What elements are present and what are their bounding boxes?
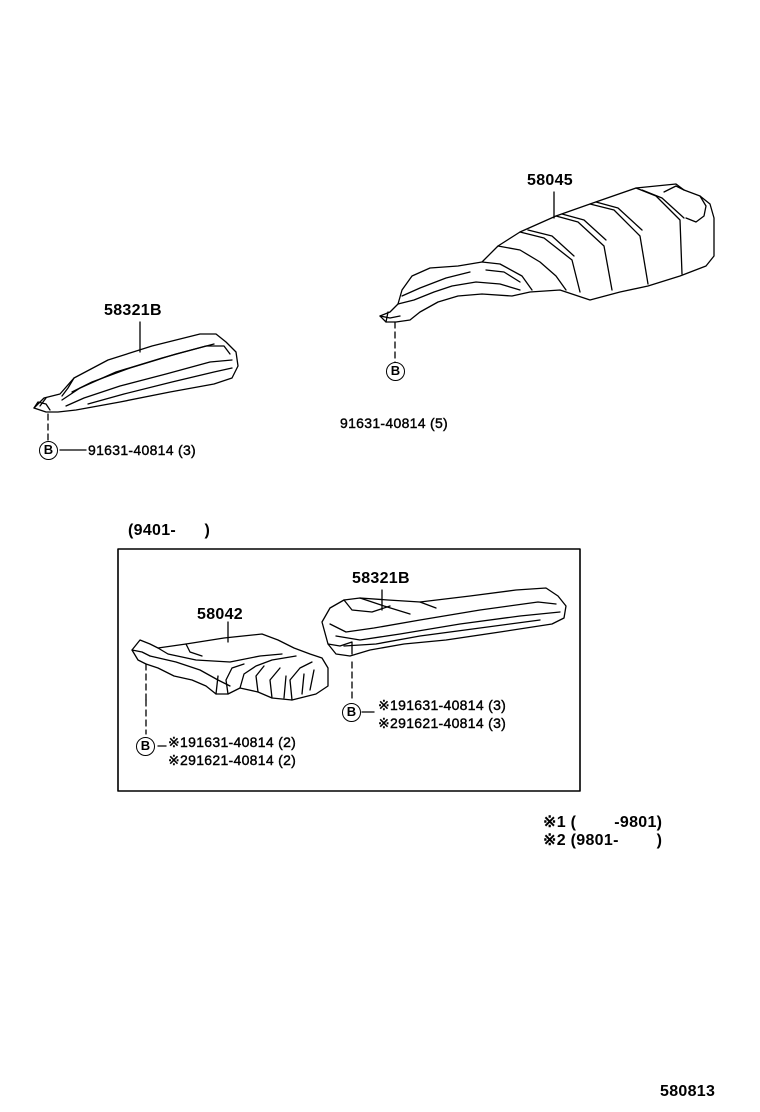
note-1: ※1 ( -9801) bbox=[543, 814, 663, 831]
bolt-spec-inset-left-1: ※191631-40814 (2) bbox=[168, 734, 297, 750]
bolt-marker-top-left: B bbox=[39, 441, 58, 460]
part-number-58321b-inset: 58321B bbox=[352, 570, 410, 587]
figure-number: 580813 bbox=[660, 1083, 716, 1100]
bolt-marker-top-right: B bbox=[386, 362, 405, 381]
bolt-marker-inset-left: B bbox=[136, 737, 155, 756]
heat-insulator-58045-drawing bbox=[379, 183, 715, 365]
bolt-spec-top-right: 91631-40814 (5) bbox=[340, 415, 449, 431]
insulator-58042-drawing bbox=[131, 633, 329, 735]
bolt-spec-top-left: 91631-40814 (3) bbox=[88, 442, 197, 458]
insulator-58321b-inset-drawing bbox=[321, 587, 567, 701]
part-number-58045: 58045 bbox=[527, 172, 573, 189]
heat-insulator-58321b-drawing bbox=[33, 333, 239, 447]
bolt-marker-inset-right: B bbox=[342, 703, 361, 722]
bolt-spec-inset-right-2: ※291621-40814 (3) bbox=[378, 715, 507, 731]
inset-frame bbox=[117, 548, 581, 792]
bolt-spec-inset-left-2: ※291621-40814 (2) bbox=[168, 752, 297, 768]
part-number-58321b-top: 58321B bbox=[104, 302, 162, 319]
note-2: ※2 (9801- ) bbox=[543, 832, 663, 849]
inset-date-range: (9401- ) bbox=[128, 522, 211, 539]
part-number-58042: 58042 bbox=[197, 606, 243, 623]
bolt-spec-inset-right-1: ※191631-40814 (3) bbox=[378, 697, 507, 713]
